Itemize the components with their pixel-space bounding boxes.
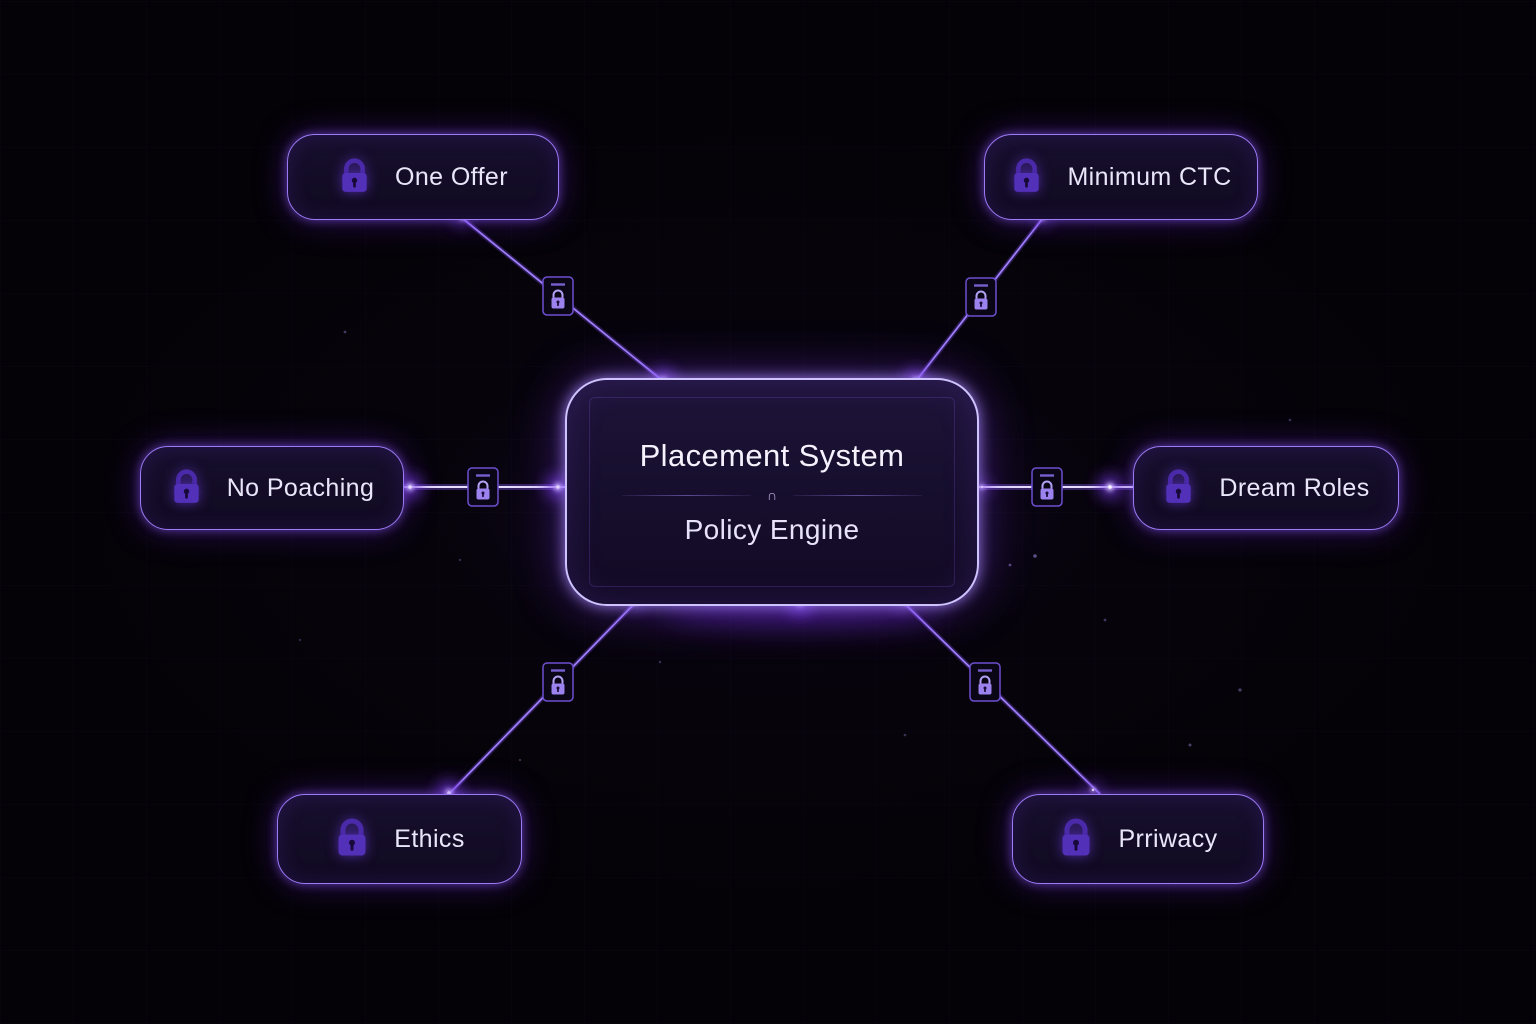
background-sparkles	[298, 330, 1292, 762]
lock-badge-icon	[541, 275, 575, 317]
divider-line	[793, 494, 922, 496]
lock-icon	[334, 818, 370, 860]
node-label: Ethics	[394, 824, 465, 853]
node-minimum-ctc: Minimum CTC	[984, 134, 1258, 220]
lock-icon	[338, 158, 371, 196]
node-label: No Poaching	[226, 473, 375, 502]
lock-badge-icon	[968, 661, 1002, 703]
lock-badge-icon	[964, 276, 998, 318]
node-label: Prriwacy	[1118, 824, 1218, 853]
node-ethics: Ethics	[277, 794, 522, 884]
lock-badge-icon	[466, 466, 500, 508]
node-no-poaching: No Poaching	[140, 446, 404, 530]
divider-lock-glyph: ∩	[766, 487, 778, 503]
central-subtitle: Policy Engine	[684, 514, 860, 545]
connector-prriwacy	[901, 600, 1102, 796]
central-title: Placement System	[639, 438, 905, 473]
lock-badge-icon	[1030, 466, 1064, 508]
node-placement-system: Placement System ∩ Policy Engine	[565, 378, 979, 606]
node-label: One Offer	[395, 162, 508, 191]
lock-icon	[170, 469, 203, 507]
divider-line	[622, 494, 751, 496]
node-one-offer: One Offer	[287, 134, 559, 220]
node-dream-roles: Dream Roles	[1133, 446, 1399, 530]
node-prriwacy: Prriwacy	[1012, 794, 1264, 884]
node-label: Dream Roles	[1219, 473, 1370, 502]
lock-icon	[1010, 158, 1043, 196]
lock-icon	[1058, 818, 1094, 860]
lock-icon	[1162, 469, 1195, 507]
central-divider: ∩	[622, 488, 922, 502]
node-label: Minimum CTC	[1067, 162, 1232, 191]
lock-badge-icon	[541, 661, 575, 703]
glow-spot	[1099, 476, 1121, 498]
